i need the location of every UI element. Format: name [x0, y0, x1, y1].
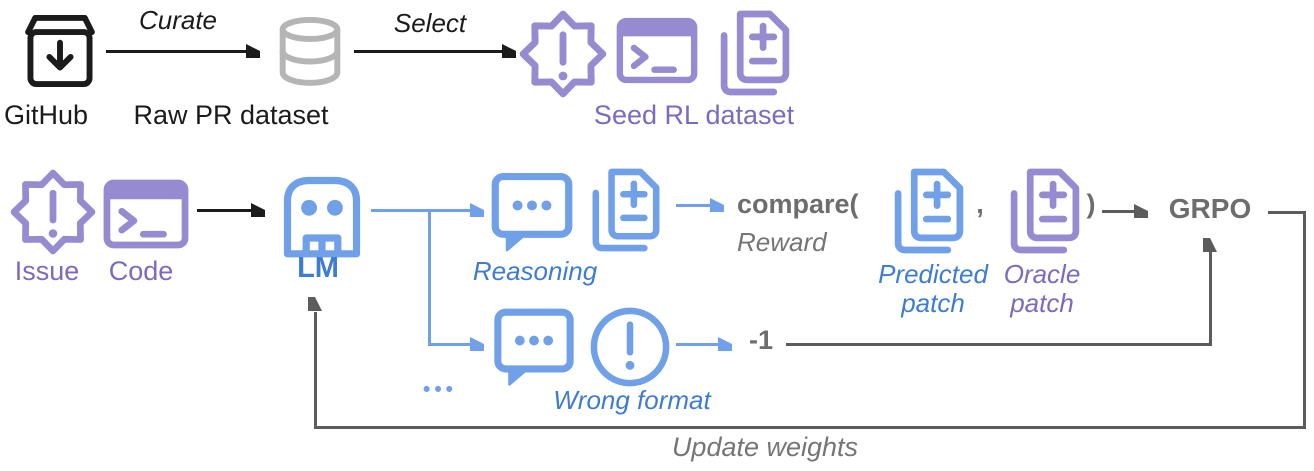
- input-to-lm-arrow: [197, 209, 251, 212]
- branch-lower-line: [428, 343, 470, 346]
- seed-issue-icon: [518, 10, 608, 98]
- github-download-icon: [25, 14, 95, 88]
- wrong-format-chat-icon: [492, 307, 576, 387]
- compare-close-paren: ): [1086, 189, 1096, 219]
- database-icon: [279, 16, 341, 86]
- curate-arrow-label: Curate: [138, 5, 218, 35]
- reasoning-chat-icon: [490, 171, 574, 253]
- input-to-lm-arrowhead: [251, 203, 265, 217]
- lm-to-reasoning-arrowhead: [470, 203, 484, 217]
- grpo-right-connector: [1268, 211, 1306, 214]
- compare-comma: ,: [976, 189, 984, 219]
- oracle-patch-icon: [1002, 165, 1088, 257]
- seed-code-icon: [616, 17, 698, 84]
- more-rollouts-ellipsis: •••: [422, 378, 458, 401]
- wrong-format-label: Wrong format: [553, 385, 711, 415]
- github-label: GitHub: [3, 100, 89, 130]
- issue-label: Issue: [14, 256, 80, 286]
- predicted-patch-icon: [886, 165, 972, 257]
- seed-patch-icon: [712, 8, 798, 98]
- select-arrow: [354, 50, 502, 53]
- branch-vertical-line: [428, 209, 431, 346]
- compare-to-grpo-arrowhead: [1134, 204, 1148, 218]
- grpo-label: GRPO: [1168, 193, 1252, 224]
- feedback-right-vline: [1303, 211, 1306, 429]
- curate-arrow: [106, 50, 246, 53]
- reasoning-to-compare-line: [676, 204, 712, 207]
- seed-rl-dataset-label: Seed RL dataset: [593, 100, 795, 130]
- select-arrowhead: [502, 44, 516, 58]
- lm-robot-icon: [283, 176, 361, 258]
- penalty-to-grpo-hline: [786, 343, 1212, 346]
- wrongformat-to-penalty-arrowhead: [718, 337, 732, 351]
- wrong-format-alert-icon: [590, 307, 670, 387]
- reasoning-to-compare-arrowhead: [710, 198, 724, 212]
- wrongformat-to-penalty-line: [676, 343, 720, 346]
- curate-arrowhead: [246, 44, 260, 58]
- penalty-to-grpo-arrowhead: [1203, 238, 1217, 252]
- lm-label: LM: [297, 252, 339, 284]
- select-arrow-label: Select: [393, 8, 467, 38]
- reasoning-patch-icon: [584, 166, 668, 254]
- predicted-patch-label: Predicted patch: [878, 259, 988, 318]
- update-weights-label: Update weights: [671, 432, 859, 462]
- lm-to-wrongformat-arrowhead: [470, 337, 484, 351]
- feedback-bottom-hline: [314, 426, 1306, 429]
- penalty-to-grpo-vline: [1209, 252, 1212, 346]
- raw-pr-dataset-label: Raw PR dataset: [133, 100, 329, 130]
- code-label: Code: [108, 256, 174, 286]
- issue-icon: [10, 167, 96, 257]
- code-icon: [102, 179, 190, 249]
- lm-out-line: [371, 209, 474, 212]
- feedback-to-lm-arrowhead: [308, 297, 322, 311]
- oracle-patch-label: Oracle patch: [1003, 259, 1081, 318]
- reasoning-label: Reasoning: [472, 256, 598, 286]
- feedback-left-vline: [314, 312, 317, 429]
- penalty-label: -1: [748, 325, 774, 355]
- compare-to-grpo-line: [1102, 210, 1136, 213]
- reward-caption: Reward: [737, 227, 827, 257]
- compare-function-label: compare(: [737, 189, 859, 219]
